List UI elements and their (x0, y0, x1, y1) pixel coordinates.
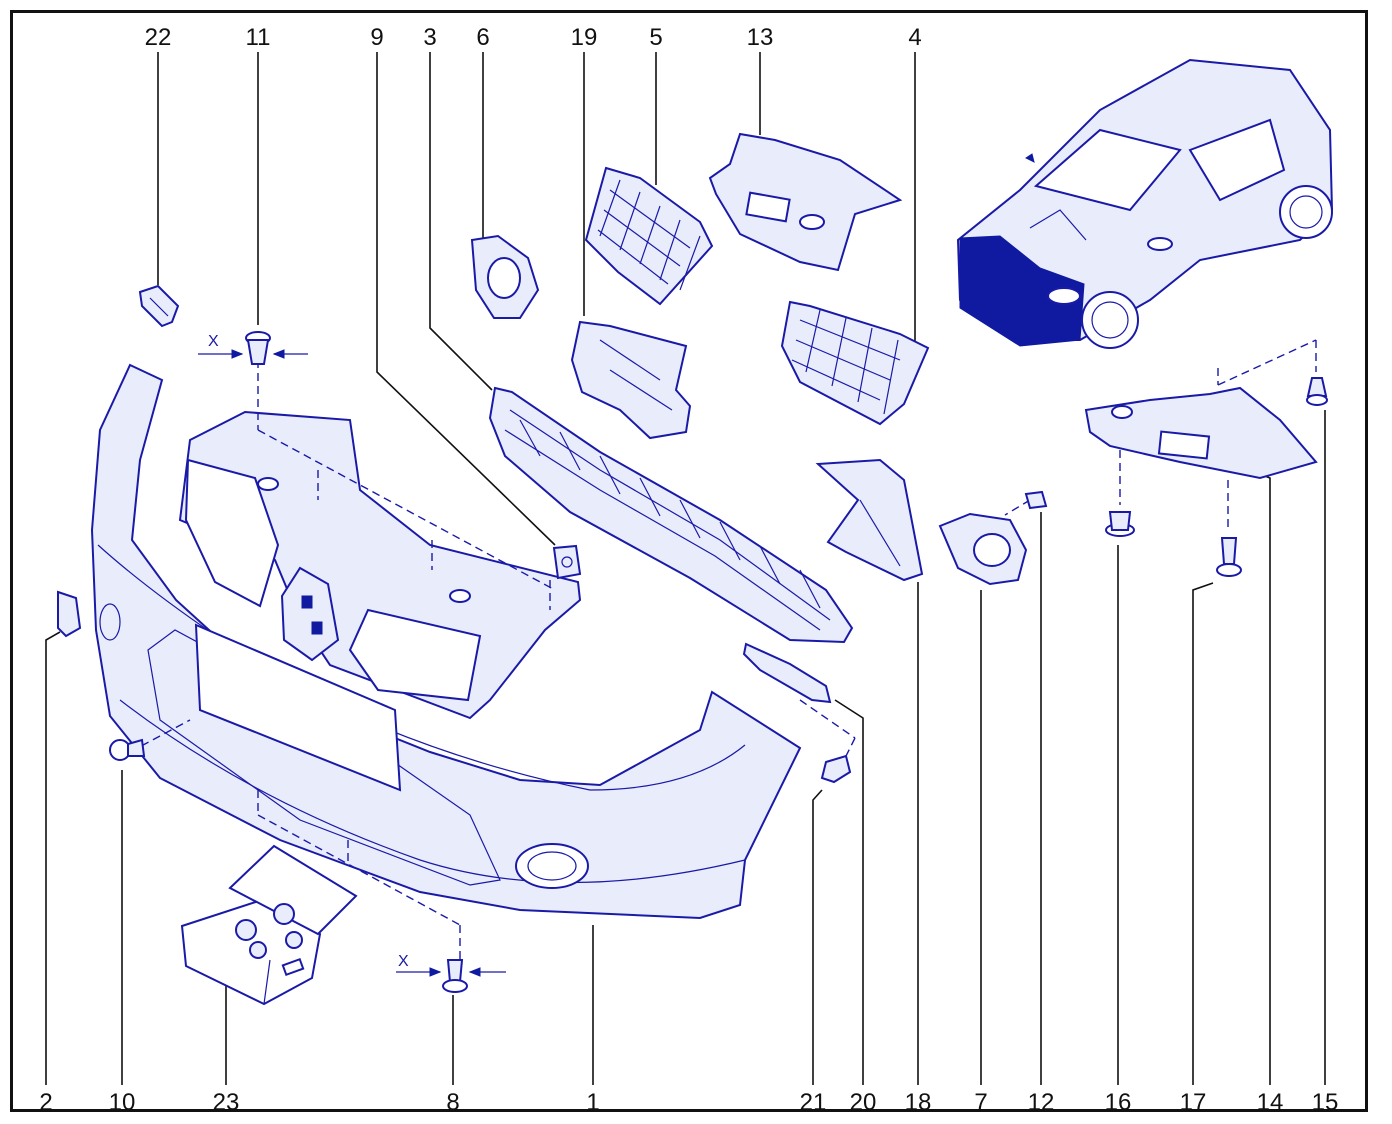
clip-part-21 (820, 754, 852, 784)
upper-grille-part-5 (584, 166, 714, 306)
callout-23: 23 (213, 1089, 240, 1116)
vehicle-illustration (956, 58, 1334, 349)
callout-18: 18 (905, 1089, 932, 1116)
callout-14: 14 (1257, 1089, 1284, 1116)
clip-part-9 (552, 544, 582, 580)
leader-lines (45, 52, 1326, 1085)
alignment-lines (129, 339, 1317, 960)
callout-17: 17 (1180, 1089, 1207, 1116)
callout-9: 9 (370, 24, 383, 51)
bracket-part-22 (138, 284, 180, 328)
screw-part-10 (109, 738, 146, 761)
callout-1: 1 (586, 1089, 599, 1116)
screw-part-11: X (198, 331, 308, 365)
bracket-part-20 (742, 642, 832, 704)
air-guide-part-18 (815, 458, 924, 582)
callout-8: 8 (446, 1089, 459, 1116)
fog-bracket-part-6 (470, 234, 540, 319)
callout-4: 4 (908, 24, 921, 51)
clip-part-16 (1105, 511, 1135, 537)
fog-bracket-part-7 (938, 512, 1028, 586)
callout-22: 22 (145, 24, 172, 51)
callout-19: 19 (571, 24, 598, 51)
dimension-x-bottom: X (398, 953, 409, 970)
callout-21: 21 (800, 1089, 827, 1116)
callout-16: 16 (1105, 1089, 1132, 1116)
callout-5: 5 (649, 24, 662, 51)
lower-grille-part-3 (488, 386, 854, 644)
callout-13: 13 (747, 24, 774, 51)
callout-11: 11 (246, 24, 271, 51)
screw-part-17 (1216, 537, 1242, 577)
grille-part-4 (780, 300, 930, 426)
callout-20: 20 (850, 1089, 877, 1116)
callout-7: 7 (974, 1089, 987, 1116)
clip-part-2 (57, 590, 82, 638)
callout-3: 3 (423, 24, 436, 51)
dimension-x-top: X (208, 333, 219, 350)
lower-deflector-part-14 (1084, 386, 1318, 480)
callout-12: 12 (1028, 1089, 1055, 1116)
callout-15: 15 (1312, 1089, 1339, 1116)
screw-part-8: X (396, 953, 506, 993)
callout-10: 10 (109, 1089, 136, 1116)
fastener-kit-part-23 (180, 844, 358, 1006)
upper-panel-part-13 (708, 132, 903, 272)
callout-6: 6 (476, 24, 489, 51)
clip-part-15 (1306, 377, 1328, 406)
bumper-part-1 (90, 363, 802, 920)
clip-part-12 (1024, 490, 1048, 510)
air-deflector-part-19 (570, 320, 692, 440)
callout-2: 2 (39, 1089, 52, 1116)
diagram-frame (10, 10, 1368, 1112)
